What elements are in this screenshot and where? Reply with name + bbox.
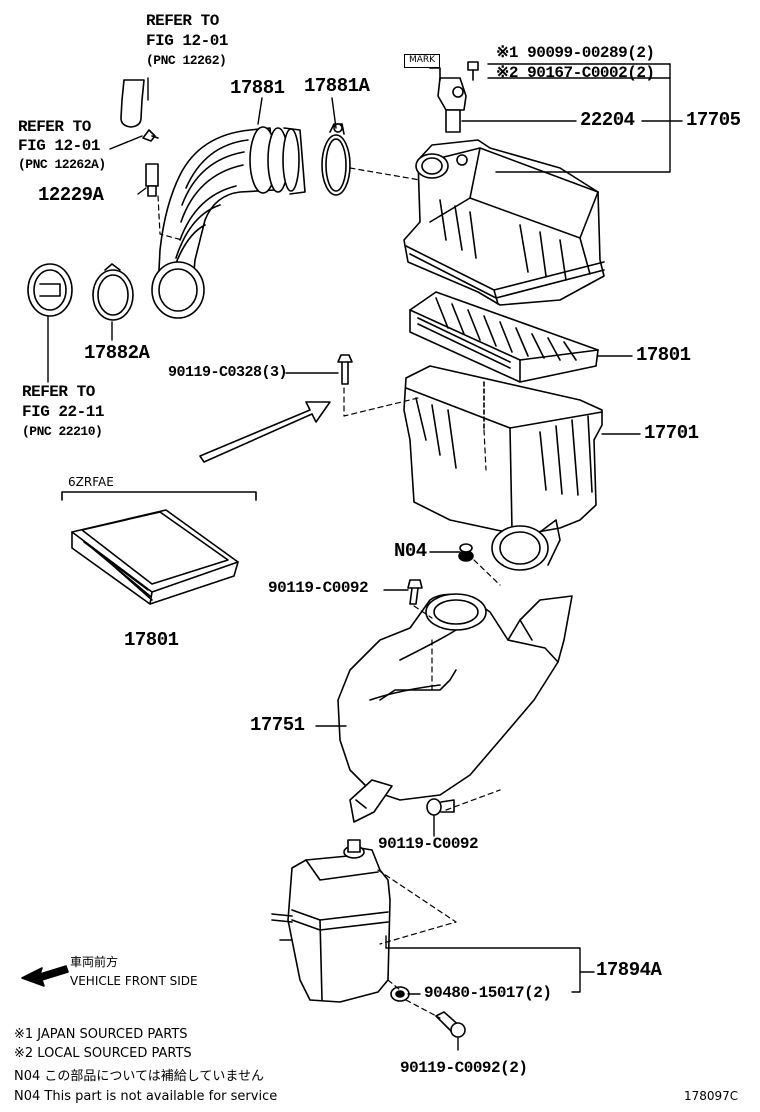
note-japan-sourced: ※1 JAPAN SOURCED PARTS [14, 1027, 188, 1042]
part-label-90119-C0328[interactable]: 90119-C0328(3) [168, 364, 288, 381]
note-local-sourced: ※2 LOCAL SOURCED PARTS [14, 1046, 192, 1061]
bolt-90119-C0328 [337, 354, 353, 385]
part-label-17705[interactable]: 17705 [686, 109, 741, 131]
intake-bellows-hose-17881 [151, 126, 306, 319]
air-cleaner-cap-17705 [403, 139, 605, 306]
air-filter-element-17801 [409, 291, 599, 383]
refer-bottom-line2: FIG 22-11 [22, 403, 104, 421]
refer-left-line3: (PNC 12262A) [18, 157, 106, 172]
part-label-90167-C0002[interactable]: ※2 90167-C0002(2) [496, 64, 655, 82]
note-n04-jp: N04 この部品については補給していません [14, 1069, 264, 1084]
part-label-N04[interactable]: N04 [394, 540, 427, 562]
front-label-en: VEHICLE FRONT SIDE [70, 974, 198, 988]
grommet-N04 [458, 543, 474, 562]
refer-top-line2: FIG 12-01 [146, 32, 228, 50]
hose-clamp-17881A [321, 123, 351, 196]
part-label-17801[interactable]: 17801 [636, 344, 691, 366]
part-label-17881[interactable]: 17881 [230, 77, 285, 99]
refer-top-line3: (PNC 12262) [146, 53, 227, 68]
intake-hose-stub [120, 79, 145, 128]
bolt-90119-C0092-pair [435, 1011, 466, 1038]
mark-label: MARK [404, 54, 441, 68]
front-direction-arrow-icon [21, 965, 69, 987]
air-cleaner-case-17701 [403, 365, 603, 571]
refer-left-line2: FIG 12-01 [18, 137, 100, 155]
variant-bracket-line [61, 491, 257, 501]
alt-filter-element-17801 [71, 509, 239, 605]
part-label-17751[interactable]: 17751 [250, 714, 305, 736]
part-label-12229A[interactable]: 12229A [38, 184, 104, 206]
air-intake-duct-17751 [337, 593, 573, 823]
part-label-17881A[interactable]: 17881A [304, 75, 370, 97]
part-label-90119-C0092-b[interactable]: 90119-C0092 [378, 835, 479, 853]
leader-lines [47, 63, 683, 1051]
part-label-90480-15017[interactable]: 90480-15017(2) [424, 984, 552, 1002]
part-label-17882A[interactable]: 17882A [84, 342, 150, 364]
bolt-90119-C0092-lower [426, 798, 455, 816]
clamp-ring-17882A [92, 263, 134, 321]
part-label-90119-C0092-c[interactable]: 90119-C0092(2) [400, 1059, 528, 1077]
bolt-90119-C0092-upper [407, 579, 423, 605]
part-label-90119-C0092-a[interactable]: 90119-C0092 [268, 579, 369, 597]
nut-90480 [390, 986, 410, 1002]
screw-90099-small [467, 61, 479, 81]
part-label-17701[interactable]: 17701 [644, 422, 699, 444]
refer-top-line1: REFER TO [146, 12, 219, 30]
refer-left-line1: REFER TO [18, 118, 91, 136]
dashed-assembly-lines [157, 167, 501, 1019]
vacuum-switch-12229A [142, 129, 159, 197]
part-label-17801-variant[interactable]: 17801 [124, 629, 179, 651]
resonator-17894A [271, 839, 391, 1003]
clamp-ring-left [27, 263, 73, 317]
refer-bottom-line3: (PNC 22210) [22, 424, 103, 439]
part-label-17894A[interactable]: 17894A [596, 959, 662, 981]
assembly-direction-arrow [199, 401, 331, 463]
diagram-id: 178097C [684, 1089, 739, 1103]
note-n04-en: N04 This part is not available for servi… [14, 1089, 278, 1104]
front-label-jp: 車両前方 [70, 955, 119, 969]
part-label-90099-00289[interactable]: ※1 90099-00289(2) [496, 44, 655, 62]
air-flow-meter-22204 [429, 67, 467, 133]
part-label-22204[interactable]: 22204 [580, 109, 635, 131]
engine-variant-label: 6ZRFAE [68, 475, 114, 489]
refer-bottom-line1: REFER TO [22, 383, 95, 401]
